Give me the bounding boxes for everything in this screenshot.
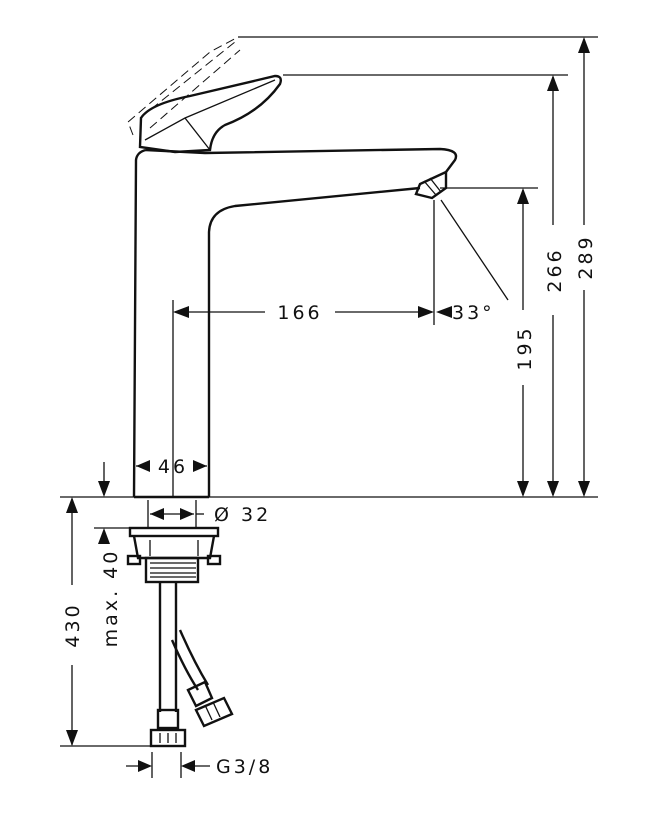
hole-diameter-label: Ø 32 [214,504,271,526]
lever-height-label: 266 [544,247,566,292]
max-deck-thickness-label: max. 40 [100,549,122,648]
dimension-body-width [136,460,207,472]
hose-length-label: 430 [62,602,84,647]
dimension-left [60,462,152,747]
body-width-label: 46 [158,456,188,478]
connection-thread-label: G3/8 [216,756,273,778]
dimension-reach [172,199,509,497]
dimension-thread [126,752,210,778]
total-height-label: 289 [575,234,597,279]
reach-label: 166 [277,302,322,324]
faucet-body [132,147,458,499]
spray-angle-label: 33° [452,302,495,324]
dimension-heights [60,36,598,498]
spout-height-label: 195 [514,325,536,370]
lever-handle [127,36,283,154]
mounting-assembly [126,500,234,748]
